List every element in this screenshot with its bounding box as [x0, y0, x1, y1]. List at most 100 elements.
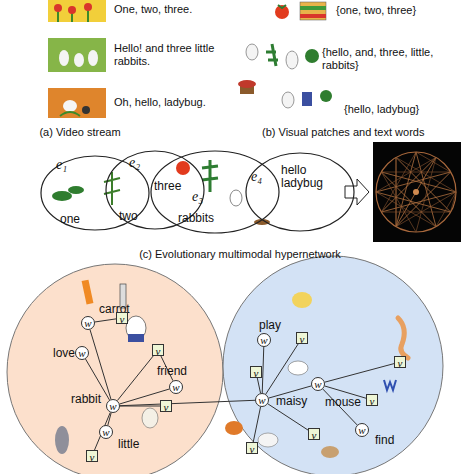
carrot-picture: [82, 280, 94, 305]
text-note: Oh, hello, ladybug.: [114, 96, 264, 109]
video-frame: [48, 0, 106, 22]
rabbit-figure: [59, 50, 69, 66]
text-note: Hello! and three little rabbits.: [114, 42, 239, 68]
rabbit-figure: [74, 53, 84, 67]
network-ring: [376, 152, 456, 232]
flower: [68, 6, 76, 14]
plant-patch: [320, 90, 332, 102]
mouse-patch: [246, 44, 258, 60]
video-frame: [48, 38, 106, 72]
cat-picture: [321, 446, 339, 458]
word-text: love: [53, 347, 75, 360]
worm-picture: [398, 318, 408, 358]
cat-picture: [258, 433, 278, 447]
word-text: hello ladybug: [281, 164, 331, 190]
visual-node: v: [152, 344, 164, 356]
hyperedge-ellipse: e₄ hello ladybug: [245, 152, 355, 232]
word-symbol: w: [107, 400, 119, 412]
association-link: [266, 344, 298, 394]
ellipse-outline: [41, 156, 149, 230]
flower: [84, 3, 92, 11]
word-text: three: [154, 180, 181, 193]
ladybug-figure: [82, 106, 90, 114]
association-link: [95, 319, 116, 322]
visual-symbol: v: [309, 429, 319, 441]
hyperedge-label: e₂: [129, 156, 140, 169]
stripe: [300, 14, 326, 18]
word-symbol: w: [312, 378, 324, 390]
word-text: play: [259, 319, 281, 332]
word-text: maisy: [276, 395, 307, 408]
word-node: wlove: [75, 346, 89, 360]
word-symbol: w: [256, 394, 268, 406]
leaf-patch: [52, 191, 72, 201]
transition-arrow: [345, 179, 369, 205]
association-link: [325, 364, 394, 383]
word-symbol: w: [356, 424, 368, 436]
visual-symbol: v: [367, 395, 377, 407]
tomato-patch: [176, 161, 190, 175]
visual-node: v: [250, 366, 262, 378]
panel-caption: (a) Video stream: [10, 126, 150, 139]
visual-node: v: [296, 332, 308, 344]
plant-patch: [266, 44, 278, 66]
network-links: [376, 152, 456, 232]
mouse-patch: [230, 190, 242, 206]
word-symbol: w: [100, 426, 112, 438]
association-link: [262, 347, 264, 393]
word-text: find: [375, 434, 394, 447]
word-text: little: [118, 438, 139, 451]
association-link: [90, 330, 111, 400]
visual-symbol: v: [87, 451, 97, 463]
tomato-patch: [275, 5, 289, 19]
network-core: [413, 189, 419, 195]
play-picture: [292, 292, 312, 308]
word-text: one: [60, 213, 80, 226]
word-node: wfriend: [169, 380, 183, 394]
network-panel: [373, 142, 461, 242]
visual-symbol: v: [297, 333, 307, 345]
word-text: friend: [157, 365, 187, 378]
maisy-picture: [128, 334, 144, 342]
visual-symbol: v: [153, 345, 163, 357]
text-note: {hello, and, three, little, rabbits}: [322, 46, 434, 72]
word-text: rabbit: [71, 393, 101, 406]
hyperedge-ellipse: e₃threerabbits: [150, 150, 280, 234]
visual-symbol: v: [117, 313, 127, 325]
striped-patch: [300, 2, 326, 20]
hyperedge-label: e₄: [251, 170, 262, 183]
scribble-picture: [384, 380, 396, 390]
association-link: [117, 356, 153, 401]
word-node: wlittle: [99, 425, 113, 439]
word-text: two: [119, 210, 138, 223]
visual-node: v: [246, 442, 258, 454]
mouse-patch: [286, 51, 298, 69]
visual-node: v: [160, 400, 172, 412]
mouse-figure: [63, 100, 77, 112]
word-node: wrabbit: [106, 399, 120, 413]
panel-caption: (b) Visual patches and text words: [262, 126, 462, 139]
visual-symbol: v: [395, 357, 405, 369]
tomato-leaf: [278, 5, 286, 8]
cat-picture: [225, 421, 243, 435]
word-symbol: w: [82, 317, 94, 329]
visual-node: v: [394, 356, 406, 368]
ellipse-outline: [246, 153, 354, 231]
text-note: One, two, three.: [114, 3, 264, 16]
word-symbol: w: [258, 334, 270, 346]
visual-node: v: [366, 394, 378, 406]
stripe: [300, 6, 326, 10]
grass: [60, 112, 80, 116]
mouse-picture: [288, 361, 308, 375]
cluster-circle: [7, 264, 223, 474]
word-node: wmaisy: [255, 393, 269, 407]
word-text: rabbits: [178, 212, 214, 225]
word-node: wcarrot: [81, 316, 95, 330]
word-symbol: w: [76, 347, 88, 359]
friend-picture: [142, 408, 158, 428]
ellipse-outline: [151, 151, 279, 233]
word-node: wplay: [257, 333, 271, 347]
mouse-patch: [282, 92, 294, 108]
text-note: {hello, ladybug}: [344, 103, 464, 116]
